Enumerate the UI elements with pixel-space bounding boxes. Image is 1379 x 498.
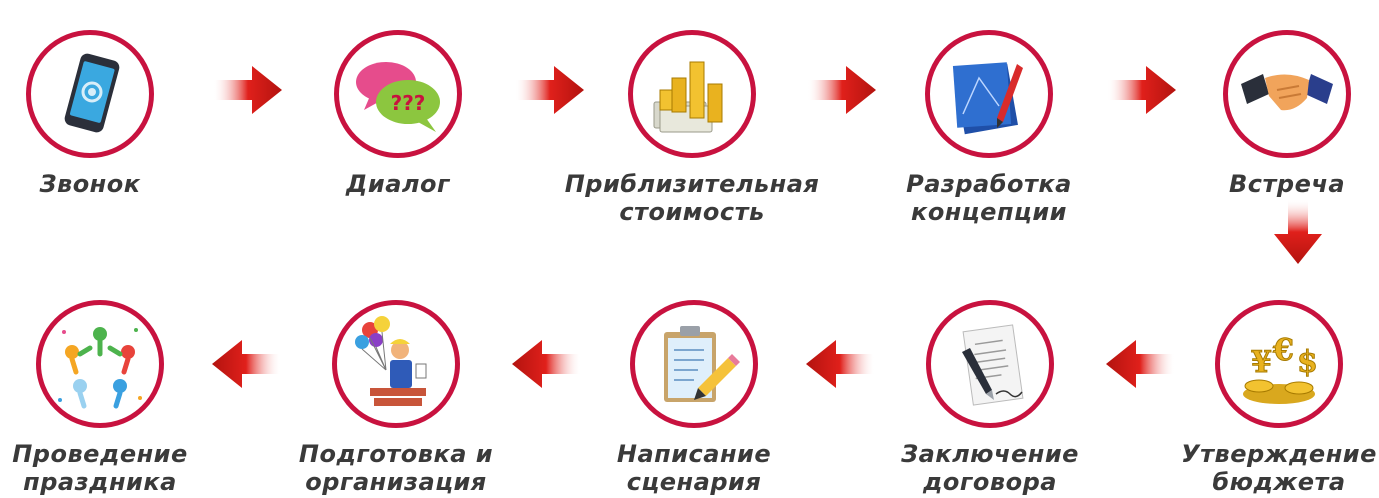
label-line: Утверждение: [1181, 440, 1377, 468]
label-line: Приблизительная: [564, 170, 820, 198]
label-line: договора: [923, 468, 1057, 496]
handshake-icon: [1241, 74, 1333, 111]
arrow-left-icon: [212, 340, 280, 388]
smartphone-icon: [64, 53, 120, 133]
step-call: Звонок: [0, 30, 210, 198]
label-line: стоимость: [619, 198, 765, 226]
svg-text:€: €: [1272, 333, 1294, 368]
svg-text:$: $: [1297, 345, 1318, 380]
label-line: Разработка: [906, 170, 1072, 198]
currency-coins-icon: ¥ € $: [1243, 333, 1318, 404]
label-line: Написание: [616, 440, 772, 468]
step-label: Разработка концепции: [906, 170, 1072, 226]
step-meeting: Встреча: [1167, 30, 1379, 198]
step-circle: [332, 300, 460, 428]
label-line: сценария: [626, 468, 762, 496]
step-budget: ¥ € $ Утверждение бюджета: [1159, 300, 1379, 496]
contract-pen-icon: [962, 324, 1024, 406]
step-dialog: ??? Диалог: [278, 30, 518, 198]
label-line: Проведение: [12, 440, 188, 468]
step-circle: [36, 300, 164, 428]
arrow-right-icon: [1108, 66, 1176, 114]
blueprint-pencil-icon: [952, 62, 1023, 135]
step-circle: [630, 300, 758, 428]
svg-text:¥: ¥: [1251, 345, 1272, 380]
arrow-left-icon: [806, 340, 874, 388]
arrow-right-icon: [516, 66, 584, 114]
arrow-down-icon: [1274, 200, 1322, 264]
step-contract: Заключение договора: [870, 300, 1110, 496]
arrow-left-icon: [512, 340, 580, 388]
clipboard-pencil-icon: [664, 326, 740, 402]
step-concept: Разработка концепции: [869, 30, 1109, 226]
step-label: Звонок: [39, 170, 140, 198]
step-circle: [26, 30, 154, 158]
label-line: Звонок: [39, 170, 141, 198]
step-circle: [925, 30, 1053, 158]
step-label: Диалог: [346, 170, 450, 198]
step-label: Проведение праздника: [12, 440, 188, 496]
step-label: Встреча: [1229, 170, 1345, 198]
speech-bubbles-icon: ???: [356, 62, 440, 132]
label-line: организация: [305, 468, 487, 496]
arrow-right-icon: [214, 66, 282, 114]
label-line: праздника: [23, 468, 177, 496]
people-circle-icon: [58, 327, 142, 409]
step-organize: Подготовка и организация: [276, 300, 516, 496]
step-label: Утверждение бюджета: [1181, 440, 1377, 496]
label-line: концепции: [911, 198, 1067, 226]
label-line: Встреча: [1228, 170, 1346, 198]
step-circle: ¥ € $: [1215, 300, 1343, 428]
step-script: Написание сценария: [574, 300, 814, 496]
arrow-left-icon: [1106, 340, 1174, 388]
step-circle: [926, 300, 1054, 428]
label-line: Диалог: [346, 170, 450, 198]
step-circle: ???: [334, 30, 462, 158]
label-line: Заключение: [901, 440, 1079, 468]
svg-text:???: ???: [391, 91, 426, 115]
step-circle: [628, 30, 756, 158]
step-label: Заключение договора: [901, 440, 1079, 496]
builder-balloons-icon: [355, 316, 427, 406]
label-line: Подготовка и: [298, 440, 494, 468]
step-label: Приблизительная стоимость: [565, 170, 820, 226]
coins-money-icon: [653, 61, 723, 133]
step-circle: [1223, 30, 1351, 158]
step-event: Проведение праздника: [0, 300, 220, 496]
step-estimate: Приблизительная стоимость: [565, 30, 819, 226]
arrow-right-icon: [808, 66, 876, 114]
label-line: бюджета: [1212, 468, 1346, 496]
step-label: Подготовка и организация: [299, 440, 493, 496]
step-label: Написание сценария: [617, 440, 771, 496]
